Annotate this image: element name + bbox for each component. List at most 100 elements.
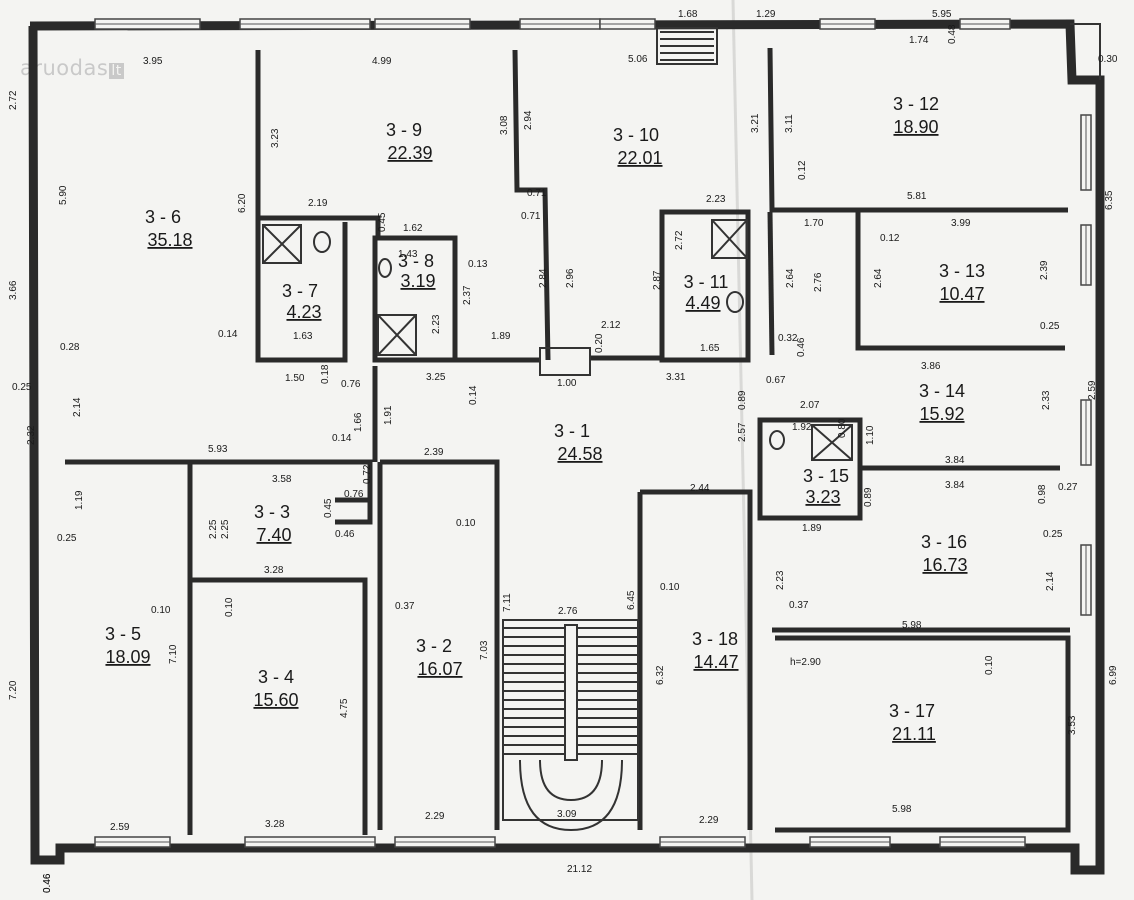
dimension-label: 7.11: [502, 593, 513, 612]
dimension-label: 3.99: [951, 218, 971, 229]
dimension-label: 2.23: [775, 570, 786, 590]
dimension-label: 0.71: [521, 211, 541, 222]
dimension-label: 0.45: [377, 212, 388, 232]
dimension-label: 1.62: [403, 223, 423, 234]
dimension-label: 2.72: [674, 230, 685, 250]
dimension-label: 0.12: [797, 160, 808, 180]
dimension-label: 0.14: [468, 385, 479, 405]
dimension-label: 2.25: [208, 519, 219, 539]
dimension-label: 0.98: [1037, 484, 1048, 504]
dimension-label: 5.06: [628, 54, 648, 65]
dimension-label: 3.53: [1067, 715, 1078, 735]
room-area: 16.07: [417, 659, 462, 679]
dimension-label: 2.72: [8, 90, 19, 110]
room-area: 15.92: [919, 404, 964, 424]
room-area: 4.49: [685, 293, 720, 313]
room-label: 3 - 3: [254, 502, 290, 522]
room-labels: 3 - 1 24.58 3 - 2 16.07 3 - 3 7.40 3 - 4…: [105, 94, 985, 744]
dimension-label: 0.28: [60, 342, 80, 353]
dimension-label: 2.84: [538, 268, 549, 288]
dimension-label: 0.25: [12, 382, 32, 393]
dimension-label: 2.12: [601, 320, 621, 331]
dimension-label: 4.75: [339, 698, 350, 718]
dimension-label: 1.89: [491, 331, 511, 342]
dimension-label: 2.76: [813, 272, 824, 292]
dimension-label: 0.10: [224, 597, 235, 617]
dimension-label: 2.19: [308, 198, 328, 209]
dimension-label: 0.14: [332, 433, 352, 444]
dimension-label: 3.21: [750, 113, 761, 133]
dimension-label: 0.10: [984, 655, 995, 675]
dimension-label: 7.20: [8, 680, 19, 700]
room-label: 3 - 17: [889, 701, 935, 721]
windows: [94, 18, 1092, 848]
dimension-label: 0.89: [863, 487, 874, 507]
dimension-label: 0.46: [335, 529, 355, 540]
dimension-label: 3.23: [270, 128, 281, 148]
dimension-label: 0.46: [796, 337, 807, 357]
room-label: 3 - 8: [398, 251, 434, 271]
dimension-label: 1.89: [802, 523, 822, 534]
dimension-label: 0.30: [1098, 54, 1118, 65]
room-area: 15.60: [253, 690, 298, 710]
dimension-label: 1.50: [285, 373, 305, 384]
dimension-label: 1.74: [909, 35, 929, 46]
dimension-label: 1.65: [700, 343, 720, 354]
dimension-label: 0.89: [737, 390, 748, 410]
dimension-label: 3.11: [784, 114, 795, 133]
dimension-label: 1.29: [756, 9, 776, 20]
room-label: 3 - 11: [684, 272, 729, 292]
stairs: [502, 27, 718, 832]
dimension-label: 0.37: [789, 600, 809, 611]
dimension-label: 1.91: [383, 405, 394, 425]
dimension-label: 6.20: [237, 193, 248, 213]
dimension-label: 0.67: [766, 375, 786, 386]
dimension-label: 1.66: [353, 412, 364, 432]
dimension-label: 2.59: [1087, 380, 1098, 400]
dimension-label: 2.76: [558, 606, 578, 617]
room-area: 18.90: [893, 117, 938, 137]
dimension-label: 4.99: [372, 56, 392, 67]
dimension-label: 0.72: [362, 464, 373, 484]
dimension-label: 0.14: [218, 329, 238, 340]
room-area: 10.47: [939, 284, 984, 304]
dimension-label: 6.45: [626, 590, 637, 610]
dimension-label: 0.10: [151, 605, 171, 616]
dimension-label: 0.27: [1058, 482, 1078, 493]
room-label: 3 - 6: [145, 207, 181, 227]
dimension-label: 1.43: [398, 249, 418, 260]
room-label: 3 - 10: [613, 125, 659, 145]
dimension-label: 0.80: [837, 418, 848, 438]
dimension-label: 6.32: [655, 665, 666, 685]
room-area: 35.18: [147, 230, 192, 250]
dimension-label: 0.18: [320, 364, 331, 384]
dimension-label: 0.25: [1040, 321, 1060, 332]
room-area: 3.23: [805, 487, 840, 507]
dimension-label: 2.59: [110, 822, 130, 833]
room-label: 3 - 7: [282, 281, 318, 301]
room-area: 24.58: [557, 444, 602, 464]
dimension-label: 5.90: [58, 185, 69, 205]
dimension-label: 0.25: [1043, 529, 1063, 540]
dimension-label: 0.32: [778, 333, 798, 344]
dimension-label: 2.64: [785, 268, 796, 288]
dimension-label: 2.44: [690, 483, 710, 494]
dimension-label: 1.00: [557, 378, 577, 389]
dimension-label: 2.14: [1045, 571, 1056, 591]
dimension-label: 1.19: [74, 490, 85, 510]
dimension-label: 0.76: [341, 379, 361, 390]
room-area: 22.01: [617, 148, 662, 168]
room-area: 16.73: [922, 555, 967, 575]
dimension-label: 2.64: [873, 268, 884, 288]
dimension-label: 2.29: [699, 815, 719, 826]
room-area: 21.11: [892, 724, 936, 744]
dimension-label: 2.25: [220, 519, 231, 539]
room-area: 18.09: [105, 647, 150, 667]
outer-walls: [28, 19, 1105, 875]
dimension-label: 7.03: [479, 640, 490, 660]
dimension-label: 5.81: [907, 191, 927, 202]
dimension-label: 1.63: [293, 331, 313, 342]
dimension-label: 2.29: [425, 811, 445, 822]
